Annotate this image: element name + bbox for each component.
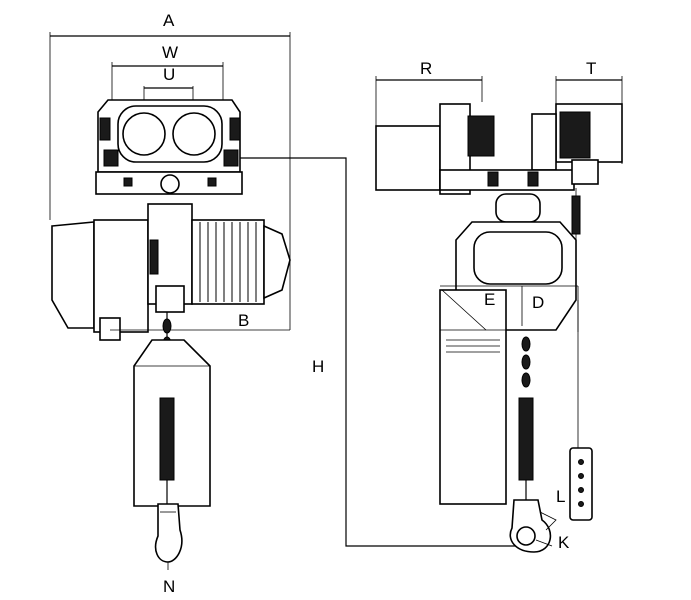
side-hoist-body <box>455 193 577 331</box>
label-W: W <box>162 43 178 62</box>
front-view <box>49 32 520 570</box>
label-H: H <box>312 357 324 376</box>
trolley <box>95 99 243 195</box>
chain-bucket <box>133 339 211 507</box>
side-view <box>375 76 623 553</box>
side-chain <box>518 336 534 500</box>
side-hook <box>509 499 557 553</box>
label-L: L <box>556 487 565 506</box>
front-hook <box>154 503 183 570</box>
label-T: T <box>586 59 596 78</box>
label-U: U <box>163 65 175 84</box>
label-N: N <box>163 577 175 596</box>
pendant-control <box>569 188 593 521</box>
label-A: A <box>163 11 175 30</box>
label-E: E <box>484 290 495 309</box>
label-D: D <box>532 293 544 312</box>
label-B: B <box>238 311 249 330</box>
side-chain-bucket <box>439 289 507 505</box>
label-K: K <box>558 533 570 552</box>
side-trolley <box>375 103 623 195</box>
label-R: R <box>420 59 432 78</box>
hoist-body <box>51 203 291 341</box>
